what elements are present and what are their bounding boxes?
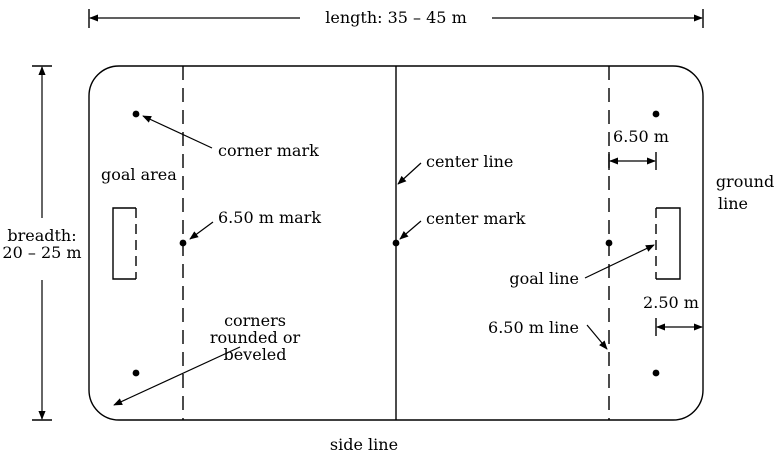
corner-mark-pointer [142,115,213,149]
side-line-label: side line [330,435,398,454]
length-label: length: 35 – 45 m [325,8,467,27]
mark-650-left [179,239,187,247]
mark-650-label: 6.50 m mark [218,208,321,227]
corners-pointer [113,346,241,406]
ground-line-label-line1: ground [716,172,774,191]
center-line-label: center line [426,152,513,171]
corner-mark-top-right [652,110,660,118]
breadth-label-line2: 20 – 25 m [2,243,81,262]
mark-650-pointer [189,221,214,240]
center-line-pointer [397,162,422,185]
corner-mark-label: corner mark [218,141,319,160]
corner-mark-bottom-left [132,369,140,377]
goal-area-label: goal area [101,165,177,184]
center-mark-label: center mark [426,209,526,228]
center-mark [392,239,400,247]
left-goal-area [112,207,136,280]
dim-650-label: 6.50 m [613,127,669,146]
corners-label-line2: rounded or [210,328,301,347]
line-650-label: 6.50 m line [488,318,579,337]
corner-mark-top-left [132,110,140,118]
ground-line-label-line2: line [718,194,748,213]
goal-line-pointer [584,244,655,279]
mark-650-right [605,239,613,247]
center-mark-pointer [399,220,422,240]
dim-250-label: 2.50 m [643,293,699,312]
corners-label-line3: beveled [223,345,286,364]
right-goal-area [656,207,681,280]
corner-mark-bottom-right [652,369,660,377]
breadth-label-line1: breadth: [7,226,76,245]
corners-label-line1: corners [224,311,286,330]
goal-line-label: goal line [509,269,579,288]
line-650-pointer [586,324,608,350]
